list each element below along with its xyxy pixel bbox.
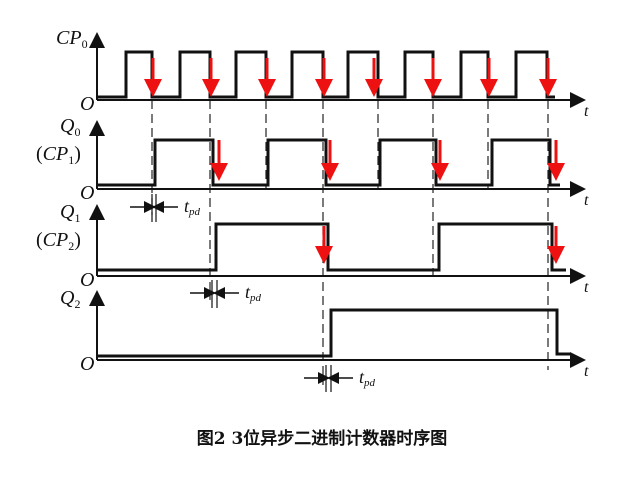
- origin-label: O: [80, 93, 94, 115]
- q0-falling-edge-arrows: [210, 140, 565, 181]
- time-axis-label: t: [584, 363, 589, 380]
- origin-label: O: [80, 269, 94, 291]
- cp2-alias-label: (CP2): [36, 229, 81, 253]
- origin-label: O: [80, 182, 94, 204]
- cp0-falling-edge-arrows: [144, 58, 557, 97]
- cp0-label: CP0: [56, 27, 88, 51]
- tpd-annotation-2: tpd: [190, 280, 262, 308]
- figure-caption: 图2 3位异步二进制计数器时序图: [196, 429, 448, 449]
- svg-text:tpd: tpd: [184, 196, 201, 218]
- q0-trace: Q0 (CP1) O t: [36, 115, 589, 209]
- q1-label: Q1: [60, 201, 80, 225]
- time-axis-label: t: [584, 103, 589, 120]
- tpd-annotation-1: tpd: [130, 194, 201, 222]
- q1-falling-edge-arrows: [315, 226, 565, 264]
- time-axis-label: t: [584, 279, 589, 296]
- q2-label: Q2: [60, 287, 80, 311]
- svg-text:tpd: tpd: [245, 282, 262, 304]
- svg-text:tpd: tpd: [359, 367, 376, 389]
- q1-trace: Q1 (CP2) O t: [36, 201, 589, 296]
- tpd-annotation-3: tpd: [304, 365, 376, 392]
- q2-trace: Q2 O t: [60, 287, 589, 380]
- q0-label: Q0: [60, 115, 80, 139]
- cp1-alias-label: (CP1): [36, 143, 81, 167]
- falling-edge-guides: [151, 100, 549, 385]
- time-axis-label: t: [584, 192, 589, 209]
- origin-label: O: [80, 353, 94, 375]
- cp0-trace: CP0 O t: [56, 27, 589, 120]
